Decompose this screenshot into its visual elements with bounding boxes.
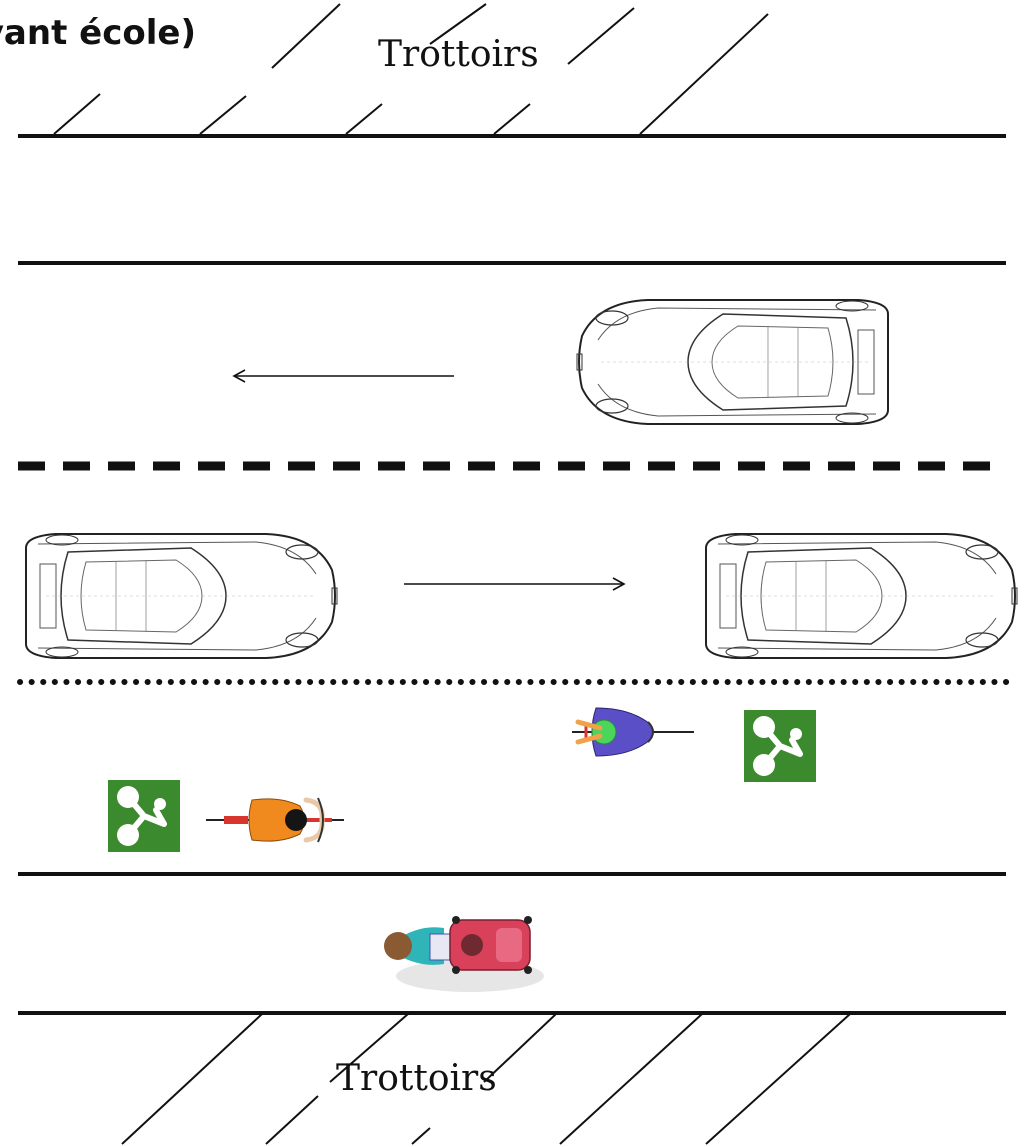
cyclist-upper-icon xyxy=(572,708,694,756)
page-title: (devant école) xyxy=(0,13,196,53)
pedestrian-with-stroller-icon xyxy=(384,916,544,992)
bike-lane-sign-left-icon xyxy=(108,780,180,852)
car-westbound-icon xyxy=(577,300,888,424)
cyclist-lower-icon xyxy=(206,798,344,842)
car-eastbound-left-icon xyxy=(26,534,337,658)
sidewalk-bottom-label: Trottoirs xyxy=(336,1058,497,1099)
sidewalk-top-label: Trottoirs xyxy=(378,34,539,75)
car-eastbound-right-icon xyxy=(706,534,1017,658)
bike-lane-sign-right-icon xyxy=(744,710,816,782)
